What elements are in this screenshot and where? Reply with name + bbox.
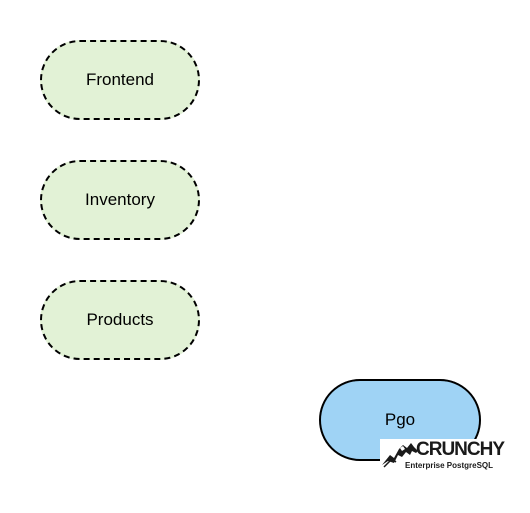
crunchy-logo: CRUNCHY Enterprise PostgreSQL (380, 439, 505, 475)
products-label: Products (86, 310, 154, 329)
inventory-label: Inventory (85, 190, 155, 209)
pgo-label: Pgo (384, 410, 416, 429)
frontend-node[interactable]: Frontend (40, 40, 200, 120)
inventory-node[interactable]: Inventory (40, 160, 200, 240)
mountain-cat-icon (382, 443, 418, 468)
products-node[interactable]: Products (40, 280, 200, 360)
logo-tagline: Enterprise PostgreSQL (405, 461, 494, 470)
frontend-label: Frontend (85, 70, 155, 89)
logo-name: CRUNCHY (416, 439, 505, 460)
